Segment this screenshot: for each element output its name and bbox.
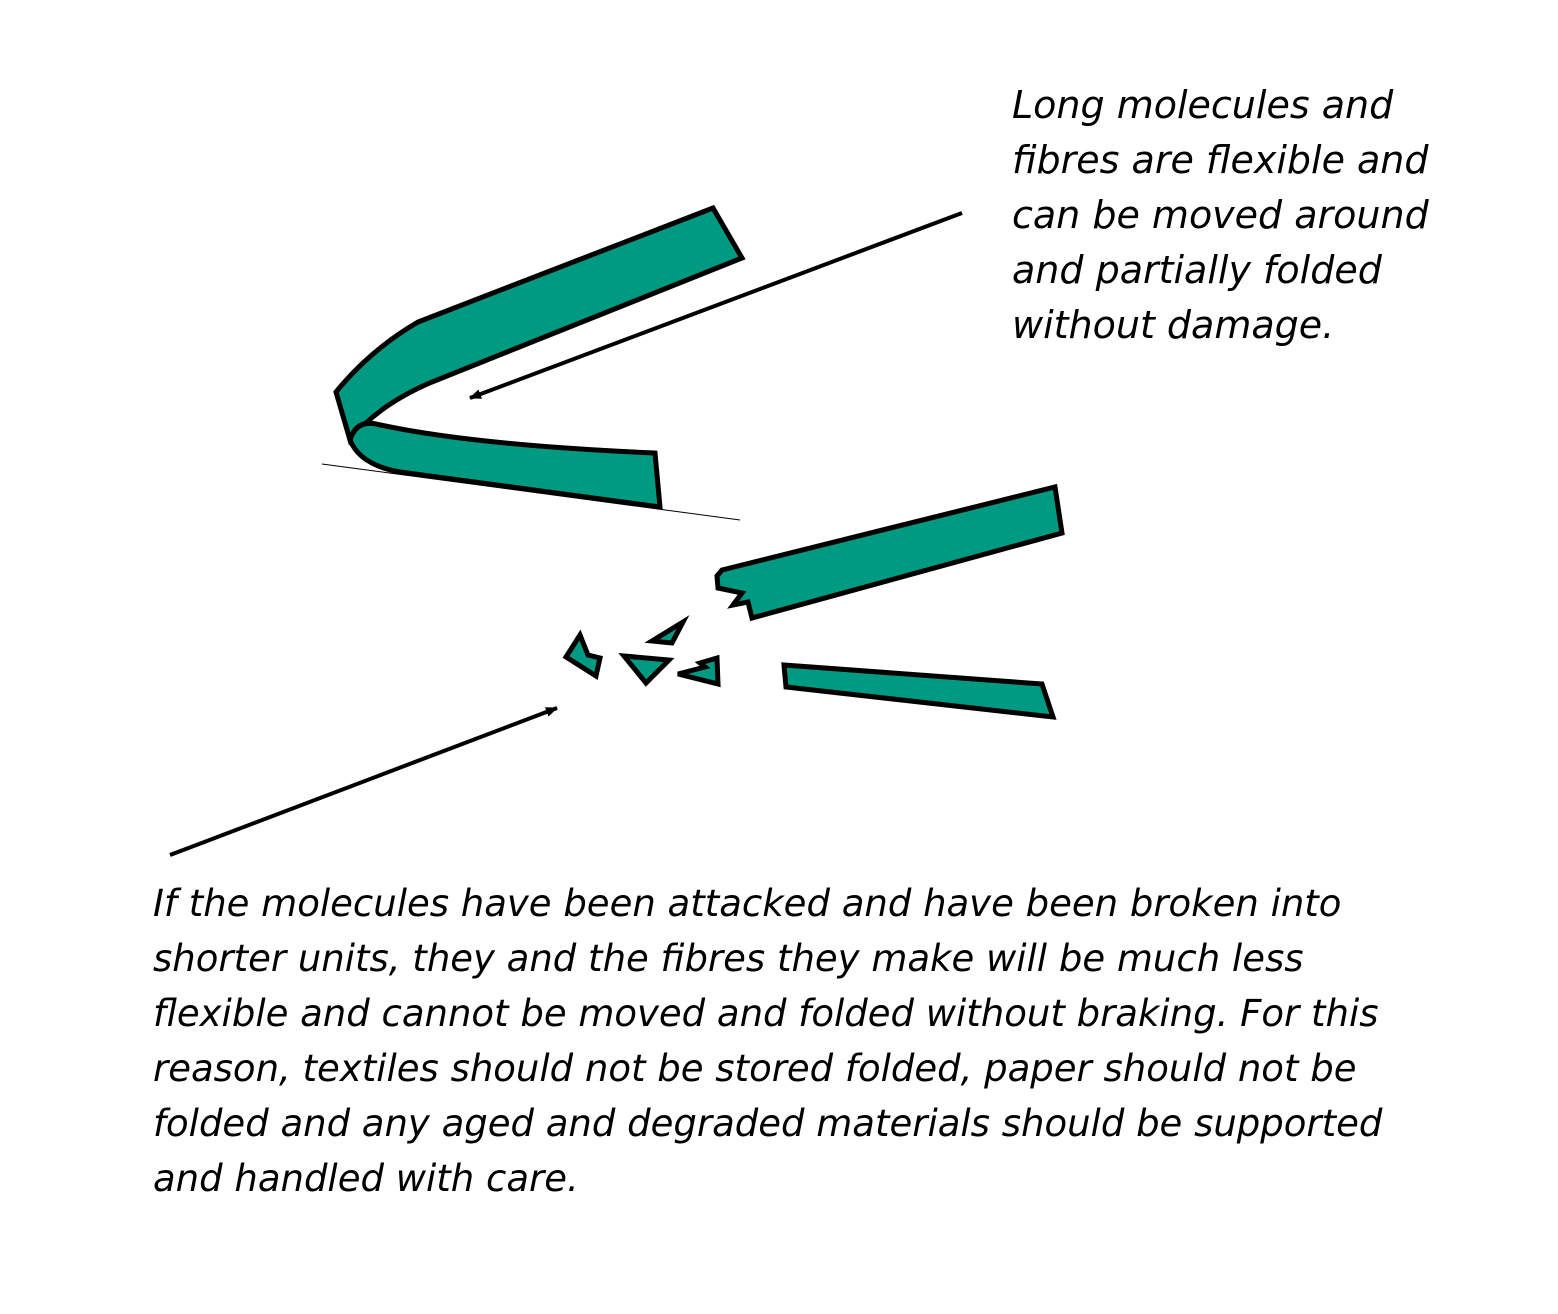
- broken-fibre: [562, 483, 1065, 720]
- broken-caption-line: shorter units, they and the fibres they …: [153, 937, 1304, 980]
- flexible-fibre: [321, 204, 746, 521]
- broken-fibre-lower-piece: [781, 662, 1057, 720]
- broken-caption-line: flexible and cannot be moved and folded …: [153, 992, 1379, 1035]
- flexible-fibre-upper-arm: [333, 204, 746, 446]
- broken-fibre-upper-piece: [714, 483, 1065, 622]
- fragment-left: [562, 629, 603, 681]
- bottom-arrow: [169, 706, 558, 857]
- flexible-caption-line: fibres are flexible and: [1012, 138, 1429, 182]
- broken-caption: If the molecules have been attacked and …: [153, 876, 1433, 1206]
- flexible-caption: Long molecules and fibres are flexible a…: [1012, 78, 1482, 353]
- fragment-right: [677, 654, 721, 688]
- flexible-caption-line: and partially folded: [1012, 248, 1382, 292]
- flexible-caption-line: Long molecules and: [1012, 83, 1394, 127]
- flexible-caption-line: without damage.: [1012, 303, 1335, 347]
- fragment-triangle: [618, 652, 675, 687]
- broken-caption-line: folded and any aged and degraded materia…: [153, 1102, 1383, 1145]
- fold-shadow-line: [321, 463, 741, 521]
- broken-caption-line: reason, textiles should not be stored fo…: [153, 1047, 1357, 1090]
- top-arrow: [469, 211, 963, 400]
- flexible-fibre-lower-arm: [347, 420, 663, 510]
- broken-caption-line: and handled with care.: [153, 1157, 579, 1200]
- broken-caption-line: If the molecules have been attacked and …: [153, 882, 1342, 925]
- flexible-caption-line: can be moved around: [1012, 193, 1429, 237]
- fragment-small-sliver: [644, 615, 690, 646]
